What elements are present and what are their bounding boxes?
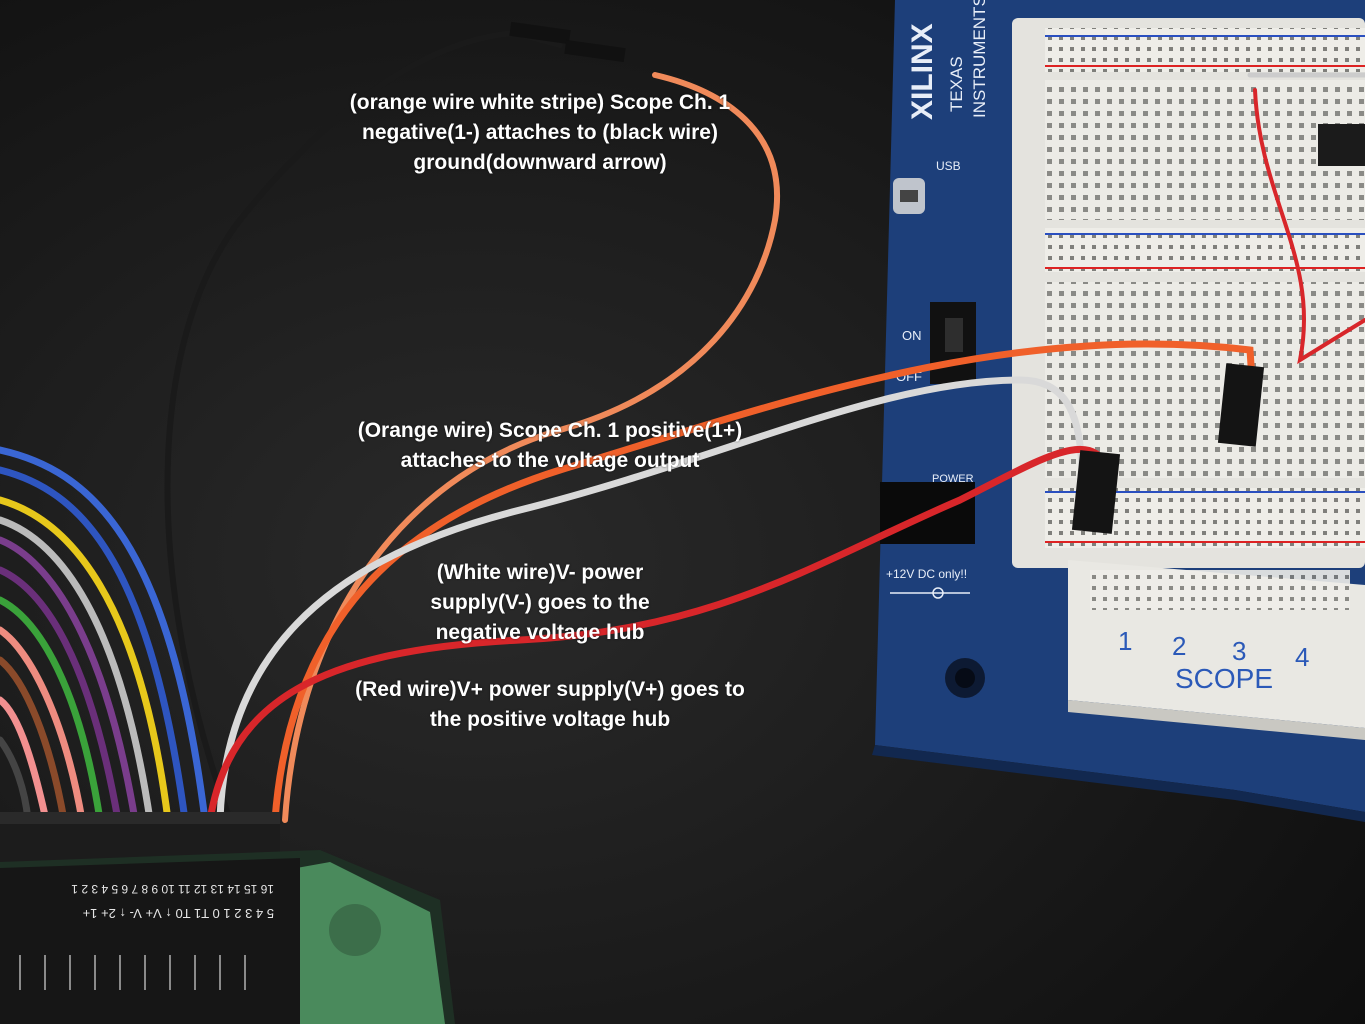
annotation-line: (Red wire)V+ power supply(V+) goes to bbox=[355, 678, 745, 701]
on-label: ON bbox=[902, 328, 922, 343]
dc-only-label: +12V DC only!! bbox=[886, 567, 967, 581]
ic-chip bbox=[1318, 124, 1365, 166]
device-pin-row-top: 16 15 14 13 12 11 10 9 8 7 6 5 4 3 2 1 bbox=[71, 882, 274, 896]
header-connector-2 bbox=[1071, 450, 1121, 534]
annotation-line: the positive voltage hub bbox=[429, 708, 671, 731]
orange-white-stripe-wire bbox=[282, 72, 780, 823]
ti-logo-text-1: TEXAS bbox=[947, 56, 966, 112]
scope-ch-4: 4 bbox=[1295, 642, 1309, 672]
signal-wires bbox=[164, 21, 1365, 824]
red-vpos-wire bbox=[206, 446, 1114, 824]
annotation-line: (White wire)V- power bbox=[436, 561, 644, 584]
breadboard bbox=[1012, 18, 1365, 568]
annotation-line: (Orange wire) Scope Ch. 1 positive(1+) bbox=[357, 419, 743, 442]
scope-ch-1: 1 bbox=[1118, 626, 1132, 656]
annotation-line: supply(V-) goes to the bbox=[430, 591, 650, 614]
power-label: POWER bbox=[932, 473, 974, 485]
annotation-scope-negative: (orange wire white stripe) Scope Ch. 1 n… bbox=[260, 88, 820, 178]
device-pin-row-bottom: 5 4 3 2 1 0 T1 T0 ↑ V+ V- ↑ 2+ 1+ bbox=[83, 906, 274, 921]
scope-ch-3: 3 bbox=[1232, 636, 1246, 666]
xilinx-logo-text: XILINX bbox=[906, 23, 939, 120]
annotation-scope-positive: (Orange wire) Scope Ch. 1 positive(1+) a… bbox=[270, 416, 830, 476]
scope-label: SCOPE bbox=[1175, 663, 1273, 694]
annotation-line: negative voltage hub bbox=[435, 621, 645, 644]
ribbon-wires bbox=[0, 446, 209, 824]
scope-ch-2: 2 bbox=[1172, 631, 1186, 661]
orange-scope-wire bbox=[271, 340, 1256, 824]
scope-connector: SCOPE 1 2 3 4 bbox=[1068, 560, 1365, 740]
usb-label: USB bbox=[936, 159, 961, 173]
annotation-vneg-supply: (White wire)V- power supply(V-) goes to … bbox=[330, 558, 750, 648]
annotation-line: ground(downward arrow) bbox=[413, 151, 667, 174]
header-connector-1 bbox=[1217, 363, 1265, 447]
annotation-line: attaches to the voltage output bbox=[400, 449, 700, 472]
ti-logo-text-2: INSTRUMENTS bbox=[970, 0, 989, 118]
annotation-vpos-supply: (Red wire)V+ power supply(V+) goes to th… bbox=[280, 675, 820, 735]
annotation-line: negative(1-) attaches to (black wire) bbox=[362, 121, 718, 144]
black-ground-wire bbox=[164, 29, 563, 823]
white-vneg-wire bbox=[216, 376, 1086, 824]
analog-discovery-device: 16 15 14 13 12 11 10 9 8 7 6 5 4 3 2 1 5… bbox=[0, 812, 455, 1024]
annotation-line: (orange wire white stripe) Scope Ch. 1 bbox=[349, 91, 731, 114]
